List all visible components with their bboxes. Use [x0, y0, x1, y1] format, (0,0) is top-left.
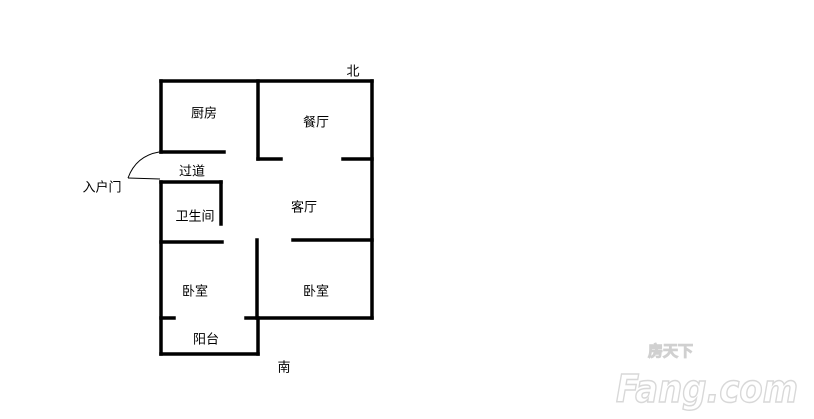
room-label-living: 客厅: [291, 200, 317, 216]
room-label-corridor: 过道: [179, 165, 205, 180]
door-leaf: [127, 177, 161, 180]
room-label-dining: 餐厅: [303, 115, 329, 131]
entrance-label: 入户门: [82, 180, 121, 196]
door-swing-arc: [127, 151, 160, 179]
room-label-bathroom: 卫生间: [175, 210, 214, 225]
watermark-brand-en: Fang.com: [616, 367, 798, 411]
fang-logo-watermark: 房天下 Fang.com: [615, 342, 799, 412]
south-label: 南: [277, 360, 290, 376]
entrance-door[interactable]: [127, 151, 161, 180]
room-label-kitchen: 厨房: [191, 106, 217, 122]
watermark-brand-cn: 房天下: [648, 342, 693, 360]
walls: [159, 79, 374, 356]
room-label-bedroom-east: 卧室: [303, 284, 329, 300]
room-label-balcony: 阳台: [193, 333, 219, 348]
north-label: 北: [346, 65, 359, 80]
room-label-bedroom-west: 卧室: [182, 284, 208, 300]
